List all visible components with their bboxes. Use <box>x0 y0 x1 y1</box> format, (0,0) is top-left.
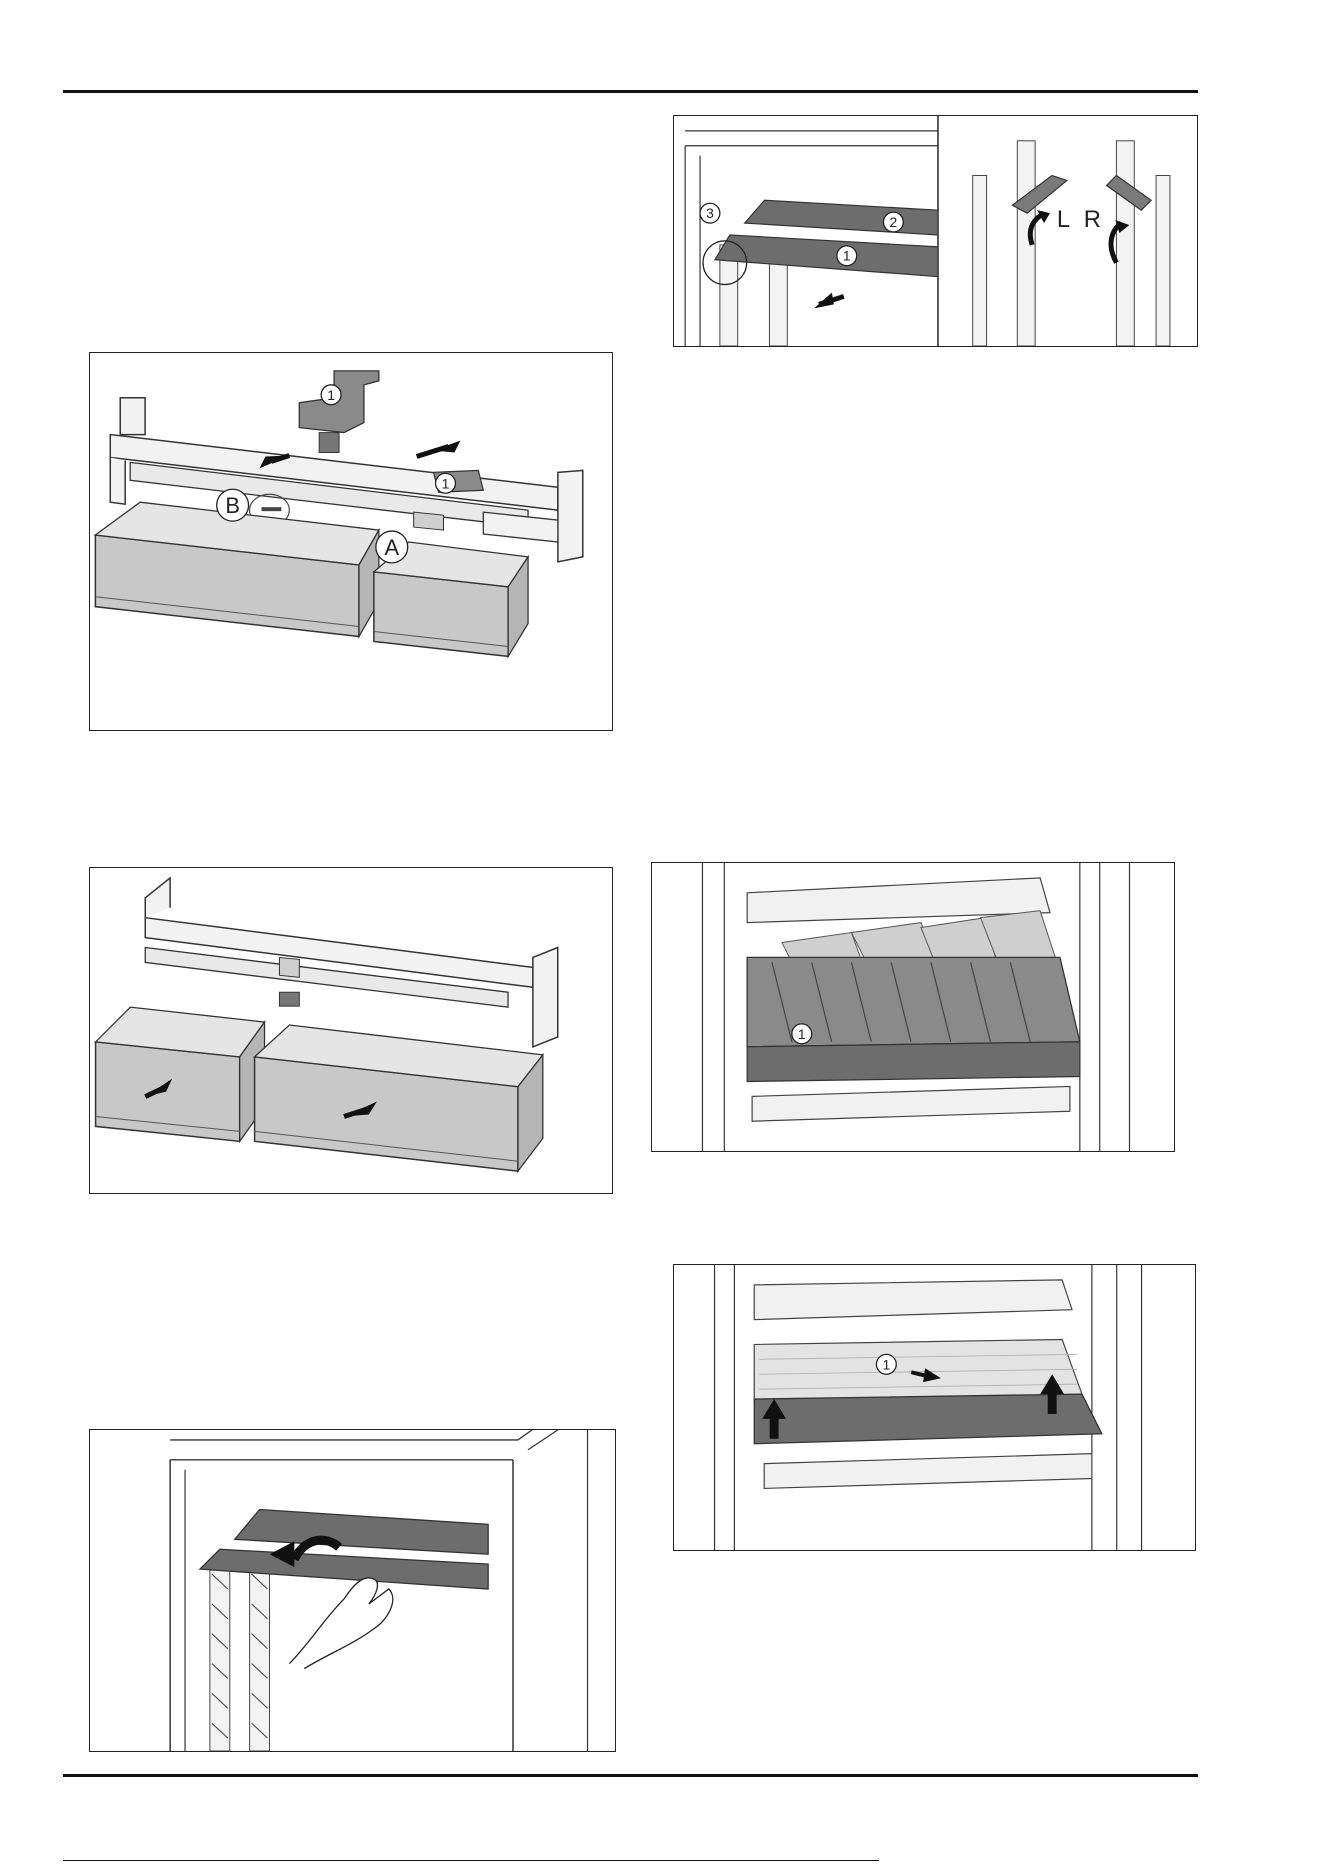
figure-shelf-hand <box>89 1429 616 1752</box>
header-rule <box>63 90 1198 93</box>
svg-text:3: 3 <box>706 205 714 221</box>
svg-text:1: 1 <box>798 1026 806 1042</box>
footer-rule <box>63 1774 1198 1777</box>
svg-text:1: 1 <box>882 1356 890 1372</box>
bottle-shelf-illustration: 1 <box>652 863 1174 1151</box>
label-left: L <box>1057 206 1070 233</box>
figure-glass-shelf-lift: 1 <box>673 1264 1196 1551</box>
callout-3: 3 <box>700 203 720 223</box>
svg-text:1: 1 <box>843 248 851 264</box>
shelf-hand-illustration <box>90 1430 615 1751</box>
callout-1: 1 <box>837 246 857 266</box>
callout-1-right: 1 <box>436 473 456 493</box>
shelf-supports-illustration: 3 2 1 L R <box>674 116 1197 346</box>
figure-bottle-shelf: 1 <box>651 862 1175 1152</box>
figure-drawers-insert <box>89 867 613 1194</box>
label-right: R <box>1084 206 1101 233</box>
drawer-rail-illustration: 1 1 B A <box>90 353 612 730</box>
callout-a: A <box>376 531 408 563</box>
callout-b: B <box>217 489 249 521</box>
callout-1: 1 <box>792 1024 812 1044</box>
figure-drawer-rail-clips: 1 1 B A <box>89 352 613 731</box>
callout-1: 1 <box>876 1354 896 1374</box>
svg-text:B: B <box>225 493 240 518</box>
drawers-insert-illustration <box>90 868 612 1193</box>
svg-text:A: A <box>384 535 399 560</box>
footnote-rule <box>63 1860 879 1861</box>
glass-shelf-lift-illustration: 1 <box>674 1265 1195 1550</box>
callout-1-top: 1 <box>321 385 341 405</box>
figure-shelf-supports: 3 2 1 L R <box>673 115 1198 347</box>
svg-text:2: 2 <box>890 214 898 230</box>
svg-text:1: 1 <box>442 475 450 491</box>
svg-text:1: 1 <box>327 387 335 403</box>
callout-2: 2 <box>883 212 903 232</box>
